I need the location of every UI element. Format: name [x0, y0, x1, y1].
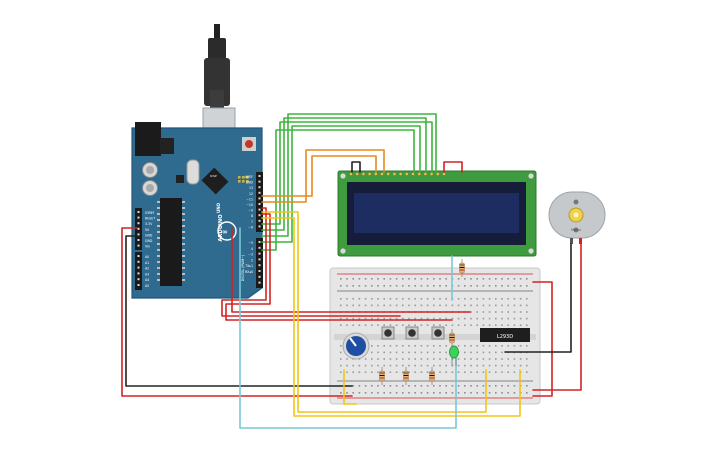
digital-pin-label-1: GND — [246, 181, 254, 185]
pushbutton-1[interactable] — [381, 326, 395, 340]
breadboard-holes — [340, 278, 528, 394]
resistor-1[interactable] — [379, 367, 385, 385]
resistor-4[interactable] — [449, 329, 455, 347]
ic-label: L293D — [497, 334, 513, 340]
wire-red-lcd-top[interactable] — [443, 161, 463, 173]
wire-red-rail-right[interactable] — [532, 281, 553, 397]
usb-cable — [214, 24, 220, 40]
digital-pin-label-b-2: ~3 — [248, 253, 253, 257]
digital-pin-label-3: 12 — [249, 192, 253, 196]
wire-black-gnd[interactable] — [125, 235, 353, 387]
wire-cyan-led[interactable] — [239, 227, 457, 429]
motor-label: Motor — [571, 228, 582, 232]
lcd-module[interactable] — [337, 170, 537, 257]
power-pin-label-3: 5V — [145, 228, 150, 232]
dc-motor[interactable]: Motor — [548, 191, 606, 244]
digital-header-top — [256, 172, 263, 232]
wire-black-lcd-gnd[interactable] — [351, 161, 361, 173]
wire-green-lcd-d7[interactable] — [261, 121, 433, 225]
digital-pin-label-2: 13 — [249, 186, 253, 190]
wire-orange-lcd-enable[interactable] — [261, 149, 385, 203]
wire-red-5v[interactable] — [121, 227, 353, 397]
digital-pin-label-0: AREF — [245, 175, 253, 179]
power-pin-label-4: GND — [145, 233, 153, 237]
wire-orange-lcd-rs[interactable] — [261, 155, 377, 197]
digital-pin-label-b-3: 2 — [251, 258, 253, 262]
digital-pin-label-5: ~10 — [246, 203, 253, 207]
digital-pin-label-6: ~9 — [248, 209, 253, 213]
led-green[interactable] — [449, 345, 459, 366]
analog-pin-label-0: A0 — [145, 255, 149, 259]
resistor-2[interactable] — [403, 367, 409, 385]
power-pin-label-1: RESET — [145, 217, 155, 221]
analog-pin-label-2: A2 — [145, 267, 149, 271]
digital-pin-label-b-0: ~5 — [248, 241, 253, 245]
wires — [121, 113, 582, 429]
wire-black-motor[interactable] — [504, 243, 572, 353]
power-pin-label-5: GND — [145, 239, 153, 243]
lcd-pin-header — [349, 172, 446, 176]
potentiometer[interactable] — [342, 332, 370, 360]
power-jack — [135, 122, 161, 156]
digital-pin-label-b-4: TX▸1 — [244, 264, 253, 268]
digital-pin-label-4: ~11 — [246, 197, 253, 201]
arduino-brand-text: ARDUINO — [218, 214, 224, 242]
wire-red-pin-a[interactable] — [225, 213, 453, 321]
icsp-label: ICSP — [210, 174, 217, 178]
resistor-5[interactable] — [459, 259, 465, 277]
wire-red-pin-b[interactable] — [221, 207, 401, 317]
wire-yellow-button-2[interactable] — [261, 217, 521, 417]
pushbutton-3[interactable] — [431, 326, 445, 340]
atmega-chip — [160, 198, 182, 286]
power-pin-label-6: Vin — [145, 245, 150, 249]
arduino-model-text: UNO — [216, 202, 221, 213]
digital-pin-label-7: 8 — [251, 214, 253, 218]
wire-red-motor[interactable] — [532, 243, 582, 391]
analog-header — [135, 252, 142, 290]
svg-text:∞: ∞ — [222, 228, 228, 236]
analog-pin-label-1: A1 — [145, 261, 149, 265]
wire-yellow-pot[interactable] — [343, 369, 357, 405]
motor-driver-ic: L293D — [480, 328, 530, 342]
analog-pin-label-5: A5 — [145, 284, 149, 288]
analog-pin-label-3: A3 — [145, 272, 149, 276]
wire-green-lcd-d4[interactable] — [261, 125, 421, 243]
analog-pin-label-4: A4 — [145, 278, 149, 282]
wire-green-d2[interactable] — [261, 129, 415, 251]
digital-pin-label-b-1: 4 — [251, 247, 253, 251]
resistor-3[interactable] — [429, 367, 435, 385]
digital-pin-label-8: 7 — [251, 220, 253, 224]
digital-header-label: DIGITAL (PWM~) — [241, 255, 245, 281]
wire-yellow-button-1[interactable] — [261, 211, 487, 413]
digital-pin-label-b-5: RX◂0 — [245, 270, 253, 274]
wire-green-lcd-d5[interactable] — [261, 113, 437, 237]
pushbutton-2[interactable] — [405, 326, 419, 340]
lcd-screen — [354, 193, 519, 233]
wire-red-pin-c[interactable] — [231, 227, 471, 313]
power-pin-label-2: 3.3V — [145, 222, 153, 226]
arduino-uno-board[interactable]: ICSP ARDUINO UNO DIGITAL (PWM~) ∞ IOREF R… — [131, 24, 263, 299]
power-pin-label-0: IOREF — [145, 211, 155, 215]
digital-pin-label-9: ~6 — [248, 225, 253, 229]
digital-header-bottom — [256, 238, 263, 288]
